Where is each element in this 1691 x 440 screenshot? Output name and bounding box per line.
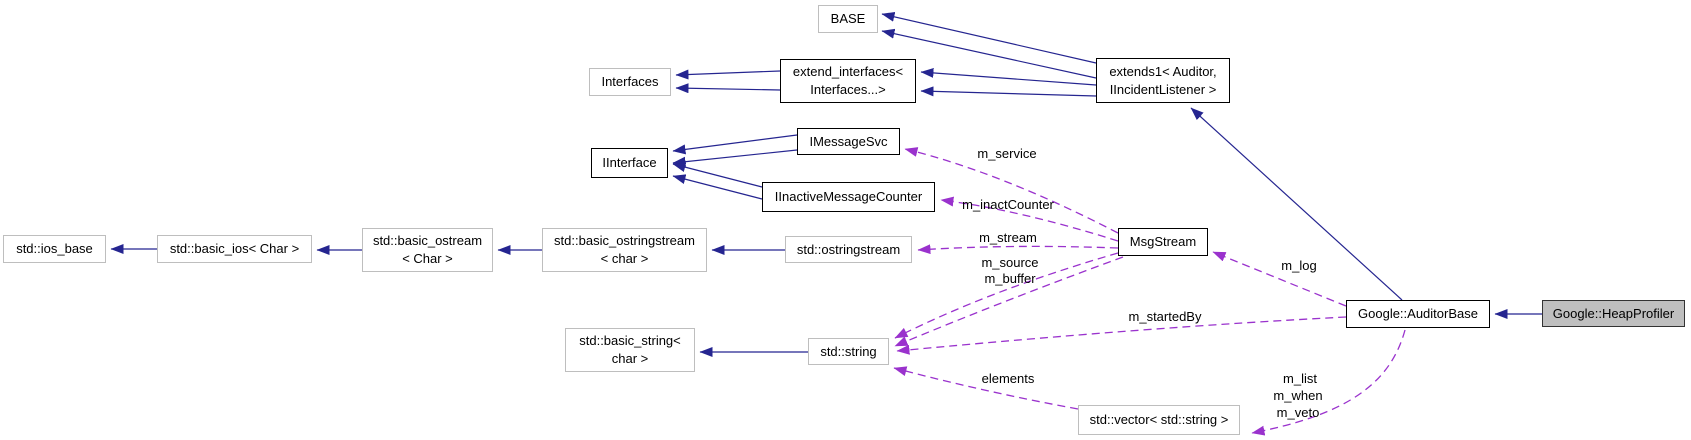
edge-label-m-source: m_source <box>981 255 1039 270</box>
node-extends1[interactable]: extends1< Auditor, IIncidentListener > <box>1096 58 1230 103</box>
node-std-string: std::string <box>808 338 889 365</box>
edge-label-m-list: m_list <box>1283 371 1317 386</box>
node-std-basic-ostream-label: std::basic_ostream < Char > <box>372 233 483 266</box>
node-imessagesvc-label: IMessageSvc <box>809 133 888 149</box>
edge-iinactivecounter-iinterface-1 <box>672 162 763 188</box>
edge-extendinterfaces-interfaces-1 <box>675 69 781 80</box>
node-google-auditorbase[interactable]: Google::AuditorBase <box>1346 300 1490 328</box>
node-std-basic-string-label: std::basic_string< char > <box>579 333 681 366</box>
edge-msgstream-imessagesvc-m-service <box>904 147 1119 234</box>
node-std-basic-ios-label: std::basic_ios< Char > <box>169 241 300 257</box>
edge-vector-string-elements <box>893 366 1079 410</box>
node-iinactivemessagecounter[interactable]: IInactiveMessageCounter <box>762 182 935 212</box>
edge-msgstream-string-m-source <box>894 252 1119 339</box>
node-std-ostringstream: std::ostringstream <box>785 236 912 263</box>
edge-iinactivecounter-iinterface-2 <box>672 174 763 200</box>
node-std-basic-ostringstream: std::basic_ostringstream < char > <box>542 228 707 272</box>
edge-label-m-inactcounter: m_inactCounter <box>962 197 1054 212</box>
node-extend-interfaces-label: extend_interfaces< Interfaces...> <box>792 64 904 97</box>
node-std-ostringstream-label: std::ostringstream <box>796 241 901 257</box>
edge-extendinterfaces-interfaces-2 <box>675 83 781 94</box>
node-interfaces-label: Interfaces <box>601 74 659 90</box>
node-msgstream-label: MsgStream <box>1129 234 1197 250</box>
node-std-ios-base: std::ios_base <box>3 235 106 263</box>
node-google-heapprofiler-label: Google::HeapProfiler <box>1552 305 1675 321</box>
edge-label-m-service: m_service <box>977 146 1037 161</box>
node-std-basic-ostream: std::basic_ostream < Char > <box>362 228 493 272</box>
edge-imessagesvc-iinterface-1 <box>672 134 798 155</box>
node-std-vector-string: std::vector< std::string > <box>1078 405 1240 435</box>
edge-extends1-extendinterfaces-2 <box>920 86 1097 97</box>
node-interfaces: Interfaces <box>589 68 671 96</box>
edge-label-m-veto: m_veto <box>1276 405 1320 420</box>
node-google-heapprofiler: Google::HeapProfiler <box>1542 300 1685 327</box>
edge-auditorbase-string-m-startedby <box>896 316 1347 355</box>
node-std-basic-ios: std::basic_ios< Char > <box>157 235 312 263</box>
edge-label-m-stream: m_stream <box>979 230 1037 245</box>
node-std-vector-string-label: std::vector< std::string > <box>1089 412 1229 428</box>
node-base-label: BASE <box>830 11 866 27</box>
edge-label-m-startedby: m_startedBy <box>1128 309 1202 324</box>
node-imessagesvc[interactable]: IMessageSvc <box>797 128 900 155</box>
edge-extends1-base-2 <box>881 28 1097 79</box>
edge-imessagesvc-iinterface-2 <box>672 149 798 167</box>
edge-auditorbase-msgstream-m-log <box>1212 251 1347 307</box>
node-std-basic-ostringstream-label: std::basic_ostringstream < char > <box>554 233 695 266</box>
node-std-ios-base-label: std::ios_base <box>16 241 93 257</box>
edge-msgstream-ostringstream-m-stream <box>917 244 1119 255</box>
node-std-string-label: std::string <box>820 343 877 359</box>
node-google-auditorbase-label: Google::AuditorBase <box>1358 306 1478 322</box>
node-extend-interfaces[interactable]: extend_interfaces< Interfaces...> <box>780 59 916 103</box>
edge-msgstream-string-m-buffer <box>894 256 1124 347</box>
edge-auditorbase-vector-m-list-when-veto <box>1251 329 1406 436</box>
edge-msgstream-iinactivecounter-m-inactcounter <box>940 196 1119 242</box>
node-base: BASE <box>818 5 878 33</box>
node-iinterface-label: IInterface <box>602 155 657 171</box>
edge-label-m-log: m_log <box>1281 258 1317 273</box>
node-iinactivemessagecounter-label: IInactiveMessageCounter <box>774 189 923 205</box>
edge-label-m-buffer: m_buffer <box>984 271 1036 286</box>
node-std-basic-string: std::basic_string< char > <box>565 328 695 372</box>
edge-label-m-when: m_when <box>1273 388 1323 403</box>
edge-auditorbase-extends1 <box>1190 107 1403 301</box>
node-iinterface[interactable]: IInterface <box>591 148 668 178</box>
node-msgstream[interactable]: MsgStream <box>1118 228 1208 256</box>
edge-extends1-extendinterfaces-1 <box>920 67 1097 86</box>
edge-extends1-base-1 <box>881 11 1097 64</box>
edge-label-elements: elements <box>981 371 1035 386</box>
node-extends1-label: extends1< Auditor, IIncidentListener > <box>1109 63 1217 97</box>
